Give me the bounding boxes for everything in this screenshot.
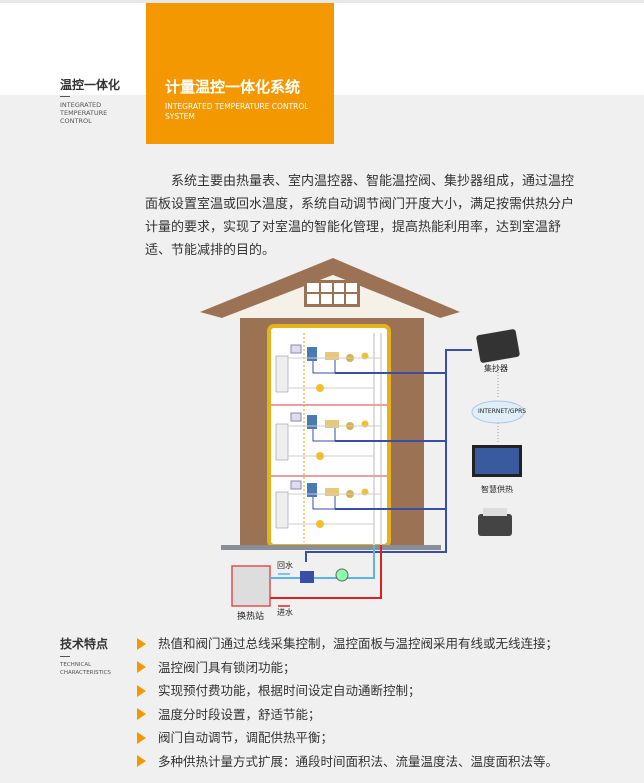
feature-item: 实现预付费功能，根据时间设定自动通断控制； [137,679,558,703]
bullet-triangle-icon [137,684,146,697]
ground-base [221,545,441,550]
section-title-en: INTEGRATED TEMPERATURE CONTROL [60,101,108,125]
bus-lines [305,349,472,562]
top-divider [0,0,644,3]
feature-item: 阀门自动调节，调配供热平衡； [137,726,558,750]
divider [60,656,70,657]
feature-item: 多种供热计量方式扩展：通段时间面积法、流量温度法、温度面积法等。 [137,750,558,774]
floor-units [275,344,382,529]
bullet-triangle-icon [137,708,146,721]
return-water-label: 回水 [277,561,293,570]
intro-paragraph: 系统主要由热量表、室内温控器、智能温控阀、集抄器组成，通过温控面板设置室温或回水… [145,174,575,258]
roof [200,258,460,318]
feature-item: 温度分时段设置，舒适节能； [137,703,558,727]
feature-item: 温控阀门具有锁闭功能； [137,656,558,680]
supply-water-label: 进水 [277,608,293,617]
features-list: 热值和阀门通过总线采集控制，温控面板与温控阀采用有线或无线连接； 温控阀门具有锁… [137,632,558,773]
control-valve-icon [300,571,314,583]
bullet-triangle-icon [137,731,146,744]
heat-exchange-station [231,565,271,607]
features-title: 技术特点 [60,637,109,651]
bullet-triangle-icon [137,637,146,650]
section-title: 温控一体化 [60,78,121,92]
divider [60,96,70,97]
cloud-icon [471,400,525,424]
station-label: 换热站 [237,612,265,622]
printer-icon [478,514,512,536]
banner-subtitle: INTEGRATED TEMPERATURE CONTROL SYSTEM [165,102,309,121]
bullet-triangle-icon [137,661,146,674]
banner-title: 计量温控一体化系统 [165,78,301,96]
features-title-en: TECHNICAL CHARACTERISTICS [60,662,111,676]
feature-item: 热值和阀门通过总线采集控制，温控面板与温控阀采用有线或无线连接； [137,632,558,656]
flow-meter-icon [335,568,349,582]
title-banner: 计量温控一体化系统 INTEGRATED TEMPERATURE CONTROL… [146,3,334,144]
collector-device [476,329,520,363]
platform-label: 智慧供热 [481,485,513,494]
collector-label: 集抄器 [484,364,508,373]
network-label: INTERNET/GPRS [478,408,527,415]
bullet-triangle-icon [137,755,146,768]
